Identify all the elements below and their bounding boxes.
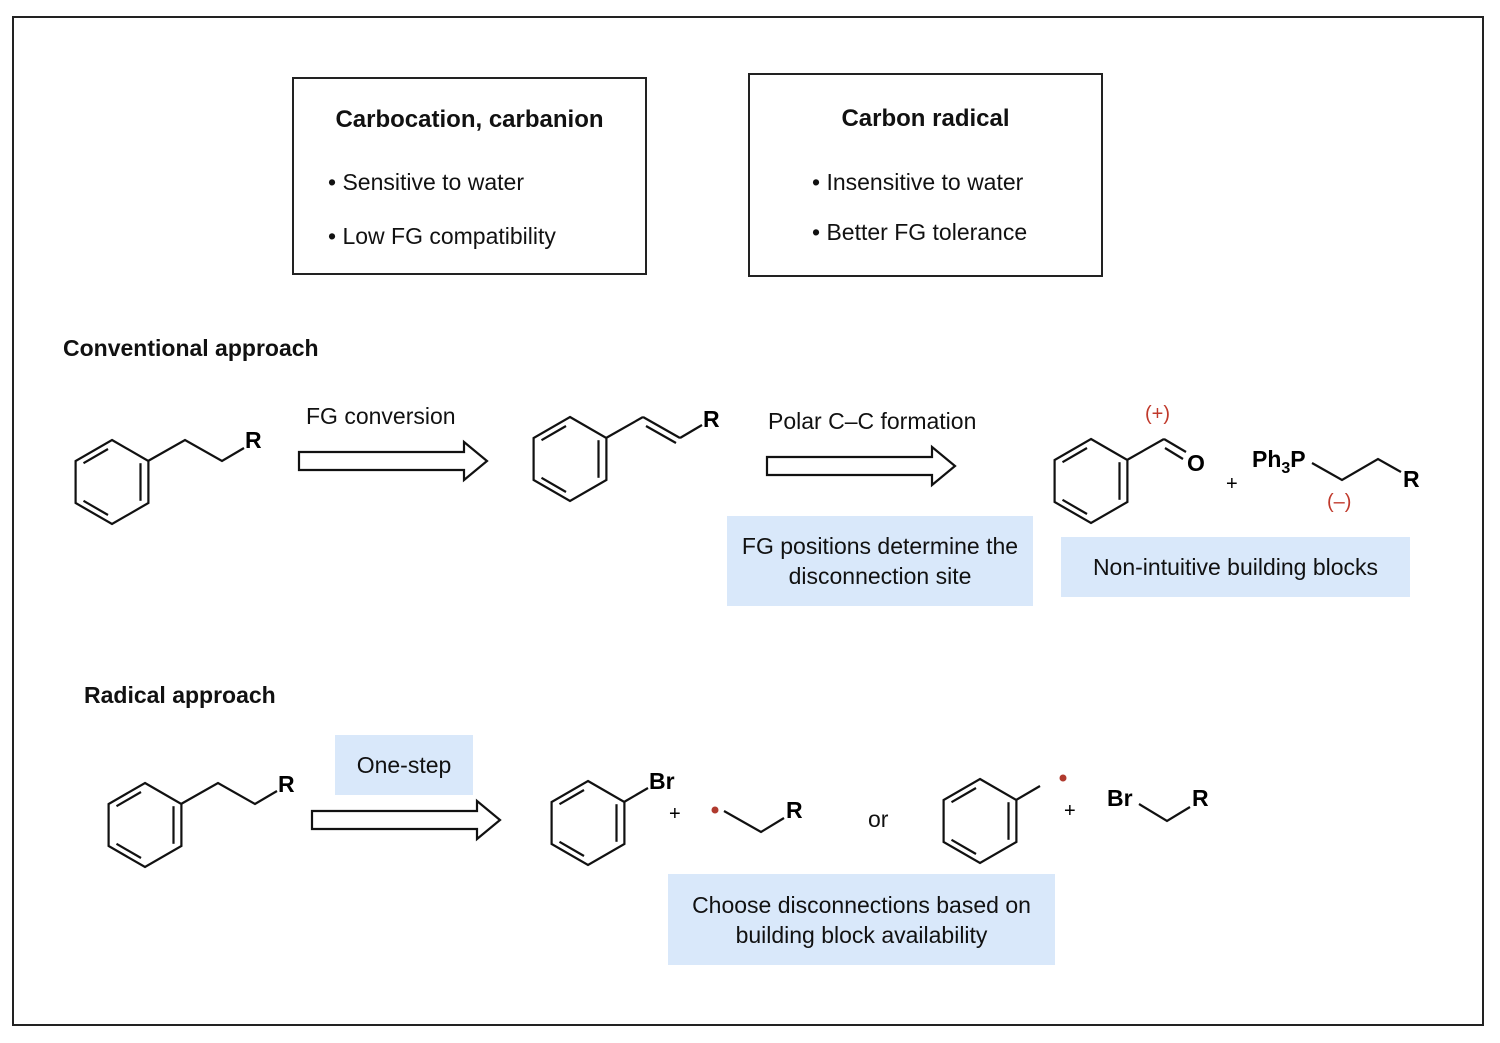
molecule-phenyl-radical [942, 774, 1067, 865]
atom-r-2: R [703, 406, 720, 432]
atom-br-1: Br [649, 768, 675, 794]
or-label: or [868, 806, 889, 832]
polar-cc-label: Polar C–C formation [768, 408, 977, 434]
atom-r-6: R [1192, 785, 1209, 811]
choose-disconnections-text: Choose disconnections based on building … [692, 891, 1031, 948]
conventional-heading: Conventional approach [63, 335, 319, 361]
radical-title: Carbon radical [841, 105, 1010, 132]
carbocation-bullet-2: • Low FG compatibility [328, 223, 556, 249]
molecule-styryl-r: R [532, 406, 720, 503]
one-step-text: One-step [356, 752, 452, 778]
plus-charge-label: (+) [1145, 403, 1170, 425]
one-step-note: One-step [335, 735, 473, 795]
molecule-phenylethyl-r-radical: R [107, 771, 295, 869]
atom-r-5: R [786, 797, 803, 823]
carbocation-title: Carbocation, carbanion [335, 106, 604, 133]
radical-dot-1 [711, 806, 719, 814]
atom-r-4: R [278, 771, 295, 797]
plus-sign-3: + [1064, 800, 1076, 822]
arrow-fg-conversion [297, 440, 489, 482]
molecule-benzaldehyde: O (+) [1053, 403, 1205, 525]
atom-ph3p: Ph3P [1252, 446, 1306, 477]
carbocation-box: Carbocation, carbanion • Sensitive to wa… [292, 77, 647, 275]
molecule-phenylethyl-r: R [74, 427, 262, 526]
radical-bullet-1: • Insensitive to water [812, 169, 1024, 195]
radical-bullet-2: • Better FG tolerance [812, 219, 1028, 245]
non-intuitive-text: Non-intuitive building blocks [1092, 554, 1379, 580]
minus-charge-label: (–) [1327, 491, 1351, 513]
carbocation-bullet-1: • Sensitive to water [328, 169, 524, 195]
atom-o: O [1187, 450, 1205, 476]
molecule-bromobenzene: Br [550, 768, 675, 867]
radical-heading: Radical approach [84, 682, 276, 708]
fg-positions-text: FG positions determine the disconnection… [741, 533, 1019, 589]
fg-conversion-label: FG conversion [306, 403, 456, 429]
arrow-one-step [310, 799, 502, 841]
molecule-phosphonium-ylide: Ph3P R (–) [1252, 446, 1420, 513]
molecule-alkyl-bromide: Br R [1107, 785, 1209, 823]
figure-frame [12, 16, 1484, 1026]
radical-dot-2 [1059, 774, 1067, 782]
non-intuitive-note: Non-intuitive building blocks [1061, 537, 1410, 597]
plus-sign-2: + [669, 803, 681, 825]
molecule-alkyl-radical: R [711, 797, 803, 834]
arrow-polar-cc [765, 445, 957, 487]
choose-disconnections-note: Choose disconnections based on building … [668, 874, 1055, 965]
atom-r-3: R [1403, 466, 1420, 492]
atom-r-1: R [245, 427, 262, 453]
atom-br-2: Br [1107, 785, 1133, 811]
fg-positions-note: FG positions determine the disconnection… [727, 516, 1033, 606]
radical-box: Carbon radical • Insensitive to water • … [748, 73, 1103, 277]
plus-sign-1: + [1226, 473, 1238, 495]
